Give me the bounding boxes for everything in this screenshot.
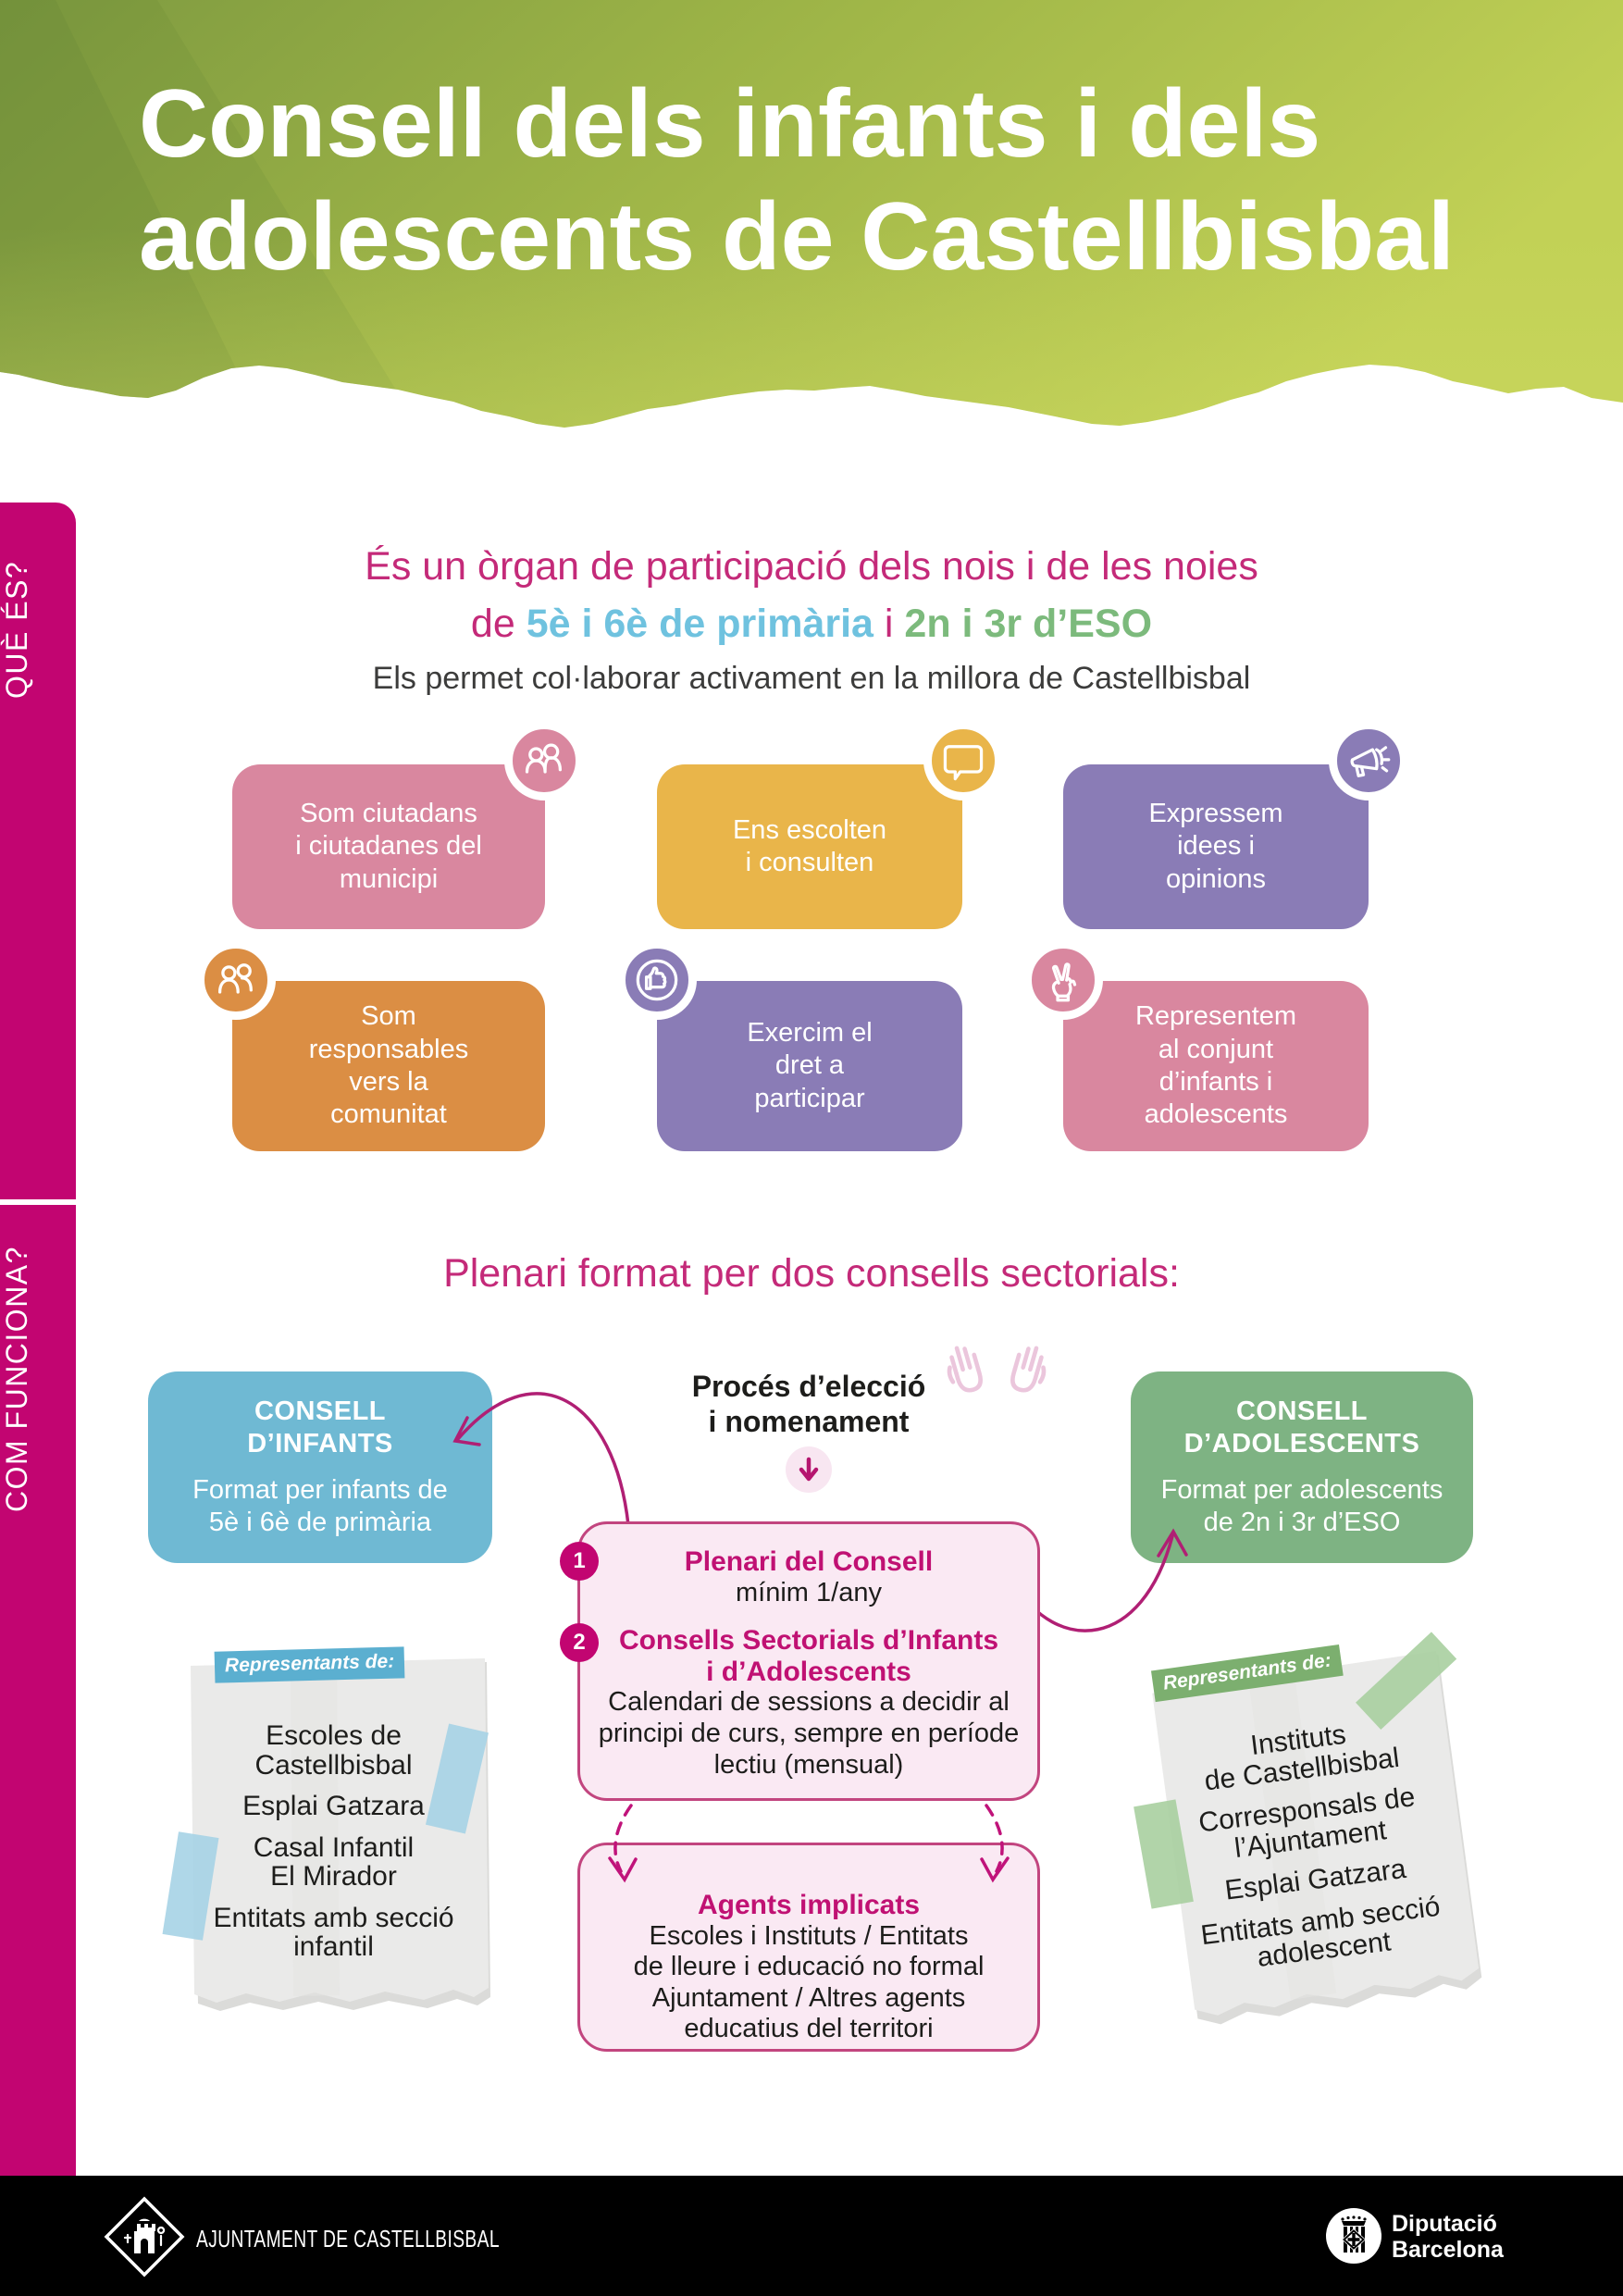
citizens-icon	[504, 721, 584, 800]
step-1-badge: 1	[560, 1542, 599, 1581]
note-representants-adolescents: Representants de: Instituts de Castellbi…	[1134, 1632, 1482, 2041]
card-expressem: Expressem idees i opinions	[1063, 764, 1369, 929]
plenari-frequency: mínim 1/any	[736, 1577, 882, 1607]
ajuntament-logo	[104, 2196, 185, 2277]
speech-bubble-icon	[923, 721, 1003, 800]
consell-adolescents-body: Format per adolescents de 2n i 3r d’ESO	[1160, 1474, 1443, 1537]
diputacio-label: Diputació Barcelona	[1392, 2211, 1504, 2263]
dashed-arrow-left	[613, 1804, 633, 1873]
consell-adolescents-box: CONSELL D’ADOLESCENTS Format per adolesc…	[1131, 1371, 1473, 1563]
down-arrow-icon	[786, 1446, 832, 1493]
arrow-to-infants-head	[452, 1416, 481, 1446]
process-heading: Procés d’elecció i nomenament	[691, 1370, 926, 1438]
sectorials-title: Consells Sectorials d’Infants i d’Adoles…	[618, 1625, 999, 1687]
dashed-arrow-right-head	[980, 1856, 1010, 1883]
card-exercim: Exercim el dret a participar	[657, 981, 962, 1151]
list-item: Casal Infantil El Mirador	[253, 1831, 415, 1892]
plenari-title: Plenari del Consell	[684, 1546, 934, 1577]
card-som-responsables: Som responsables vers la comunitat	[232, 981, 545, 1151]
people-group-icon	[196, 940, 276, 1020]
consell-infants-body: Format per infants de 5è i 6è de primàri…	[192, 1474, 448, 1537]
note-left-label: Representants de:	[214, 1646, 405, 1683]
megaphone-icon	[1329, 721, 1408, 800]
agents-box: Agents implicats Escoles i Instituts / E…	[577, 1843, 1040, 2052]
dashed-arrow-left-head	[608, 1856, 638, 1883]
page-title-line1: Consell dels infants i dels	[139, 70, 1321, 178]
arrow-to-adolescents-head	[1157, 1528, 1188, 1558]
arrow-to-infants	[455, 1392, 630, 1527]
consell-infants-title: CONSELL D’INFANTS	[247, 1396, 393, 1459]
ajuntament-label: AJUNTAMENT DE CASTELLBISBAL	[196, 2225, 500, 2253]
list-item: Escoles de Castellbisbal	[254, 1720, 413, 1781]
diputacio-line1: Diputació	[1392, 2211, 1497, 2237]
consell-infants-box: CONSELL D’INFANTS Format per infants de …	[148, 1371, 492, 1563]
page-title: Consell dels infants i dels adolescents …	[139, 68, 1601, 293]
plenari-box: 1 2 Plenari del Consell mínim 1/any Cons…	[560, 1521, 1040, 1801]
card-representem: Representem al conjunt d’infants i adole…	[1063, 981, 1369, 1151]
thumbs-up-icon	[617, 940, 697, 1020]
list-item: Entitats amb secció infantil	[213, 1902, 454, 1962]
diputacio-logo	[1326, 2208, 1381, 2264]
agents-title: Agents implicats	[697, 1890, 921, 1920]
agents-body: Escoles i Instituts / Entitats de lleure…	[633, 1920, 985, 2044]
consell-adolescents-title: CONSELL D’ADOLESCENTS	[1183, 1396, 1420, 1459]
peace-hand-icon	[1023, 940, 1103, 1020]
header-green-banner	[0, 0, 1623, 428]
raised-hands-icon	[947, 1346, 1047, 1393]
intro-eso-grades: 2n i 3r d’ESO	[904, 602, 1153, 646]
note-right-paper	[1152, 1651, 1482, 2025]
sidebar-tab-what-is[interactable]: QUÈ ÉS?	[0, 503, 76, 1199]
list-item: Esplai Gatzara	[242, 1791, 425, 1821]
note-left-items: Escoles de Castellbisbal Esplai Gatzara …	[189, 1721, 478, 1974]
whatis-intro-line2: de 5è i 6è de primària i 2n i 3r d’ESO	[0, 602, 1623, 647]
page-title-line2: adolescents de Castellbisbal	[139, 182, 1455, 291]
card-som-ciutadans: Som ciutadans i ciutadanes del municipi	[232, 764, 545, 929]
intro-de: de	[470, 602, 527, 646]
intro-and: i	[873, 602, 905, 646]
diputacio-line2: Barcelona	[1392, 2236, 1504, 2263]
sidebar-tab-how-works[interactable]: COM FUNCIONA?	[0, 1205, 76, 2176]
step-2-badge: 2	[560, 1623, 599, 1662]
card-ens-escolten: Ens escolten i consulten	[657, 764, 962, 929]
note-representants-infants: Representants de: Escoles de Castellbisb…	[162, 1646, 490, 2027]
note-right-items: Instituts de Castellbisbal Corresponsals…	[1157, 1708, 1468, 1993]
sectorials-body: Calendari de sessions a decidir al princ…	[598, 1687, 1020, 1780]
howworks-title: Plenari format per dos consells sectoria…	[443, 1251, 1180, 1296]
dashed-arrow-right	[985, 1804, 1004, 1873]
note-left-paper	[191, 1658, 490, 2011]
whatis-intro-line1: És un òrgan de participació dels nois i …	[365, 544, 1258, 589]
intro-primary-grades: 5è i 6è de primària	[526, 602, 873, 646]
whatis-intro-line3: Els permet col·laborar activament en la …	[372, 661, 1251, 696]
